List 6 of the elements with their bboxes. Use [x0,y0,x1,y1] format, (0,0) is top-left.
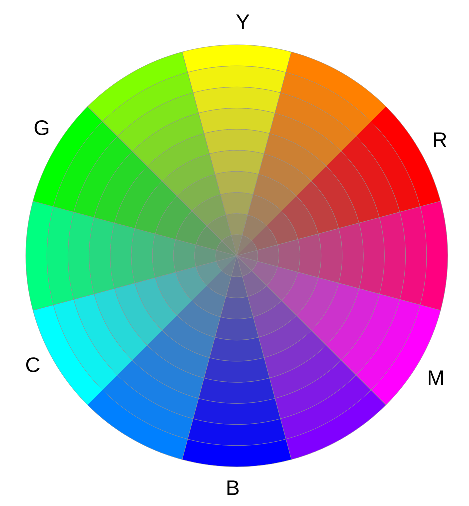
hue-label: M [428,370,444,386]
hue-label: G [34,120,49,136]
hue-label: C [26,358,40,372]
hue-label: Y [236,14,250,30]
hue-label: R [434,132,447,148]
hue-label: B [228,480,239,496]
